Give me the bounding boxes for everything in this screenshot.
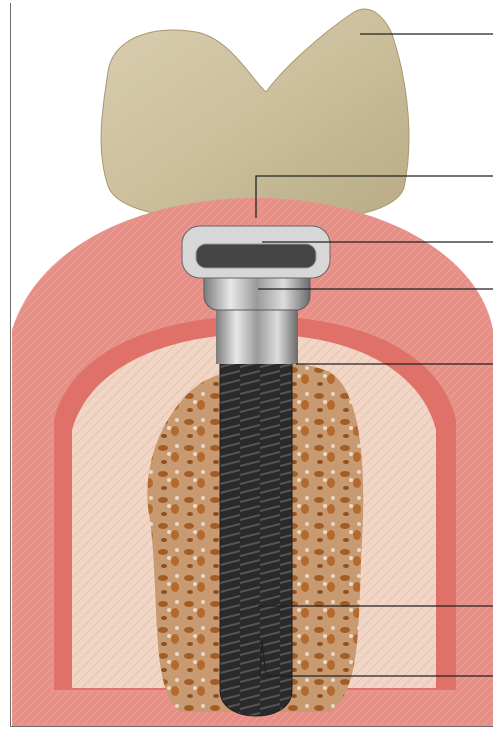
abutment-insert — [196, 244, 316, 268]
implant-body — [220, 360, 292, 716]
tooth-crown — [101, 9, 409, 222]
